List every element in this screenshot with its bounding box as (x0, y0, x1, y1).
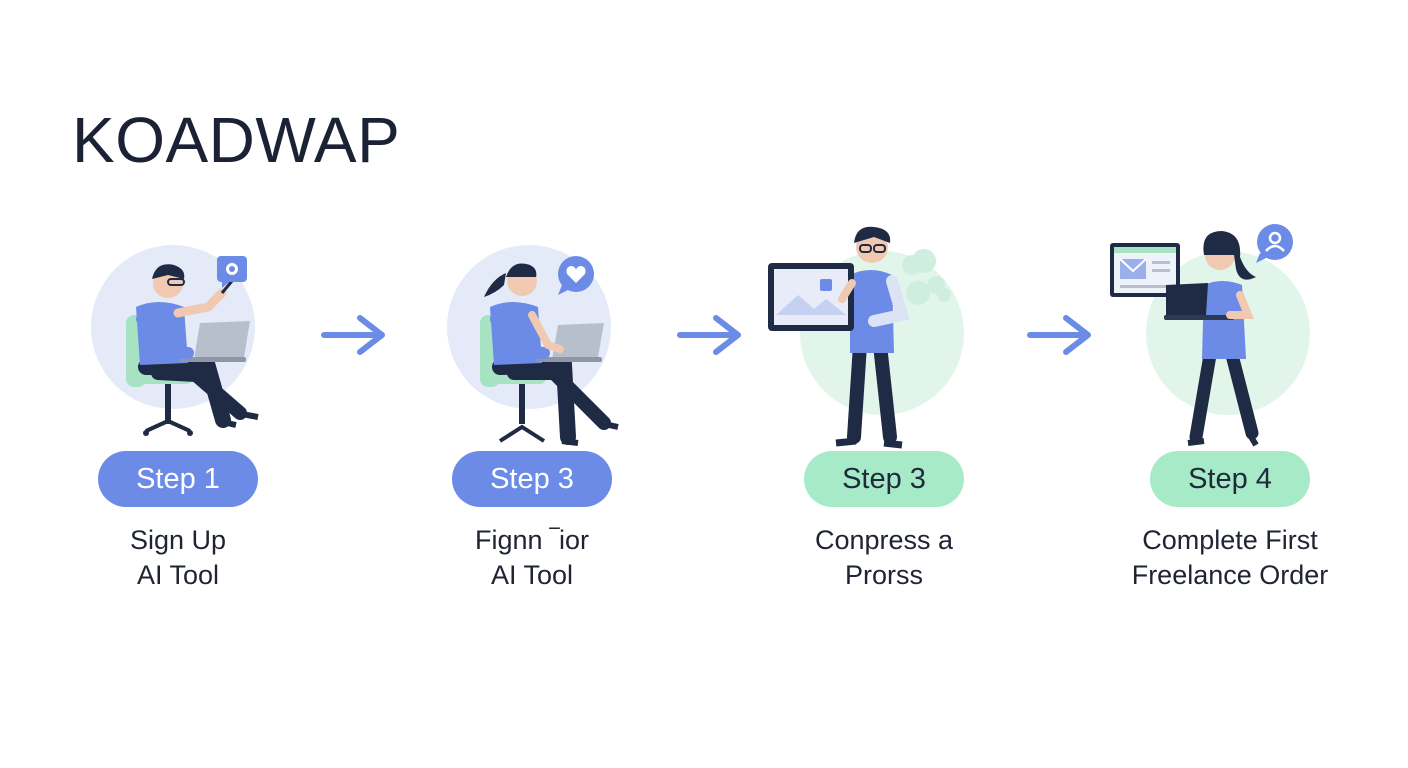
step-pill: Step 3 (452, 451, 612, 507)
step-pill: Step 3 (804, 451, 964, 507)
person-with-laptop-illustration (1110, 231, 1310, 447)
step-label-line-1: Fignn ‾ior (474, 525, 590, 555)
step-2: Step 3 Fignn ‾ior AI Tool (372, 215, 692, 595)
right-arrow-icon (1027, 315, 1091, 355)
user-bubble-icon (1256, 224, 1293, 263)
step-3: Step 3 Conpress a Prorss (724, 215, 1044, 595)
step-1: Step 1 Sign Up AI Tool (18, 215, 338, 595)
chat-bubble-icon (217, 256, 247, 288)
step-label-line-2: AI Tool (490, 560, 574, 590)
step-pill: Step 1 (98, 451, 258, 507)
step-label-line-1: Complete First (1142, 525, 1318, 555)
step-4: Step 4 Complete First Freelance Order (1070, 215, 1390, 595)
step-label-line-2: Prorss (844, 560, 923, 590)
step-label: Complete First Freelance Order (1070, 523, 1390, 593)
right-arrow-icon (677, 315, 741, 355)
step-label-line-1: Conpress a (814, 525, 954, 555)
step-label: Sign Up AI Tool (18, 523, 338, 593)
step-label-line-1: Sign Up (129, 525, 227, 555)
step-label: Fignn ‾ior AI Tool (372, 523, 692, 593)
person-at-laptop-illustration (91, 245, 259, 436)
page-title: KOADWAP (72, 104, 401, 176)
heart-bubble-icon (558, 256, 594, 295)
person-holding-board-illustration (768, 226, 964, 449)
step-label-line-2: AI Tool (136, 560, 220, 590)
step-label: Conpress a Prorss (724, 523, 1044, 593)
right-arrow-icon (321, 315, 385, 355)
step-pill: Step 4 (1150, 451, 1310, 507)
step-label-line-2: Freelance Order (1131, 560, 1329, 590)
person-at-laptop-illustration (447, 245, 619, 446)
